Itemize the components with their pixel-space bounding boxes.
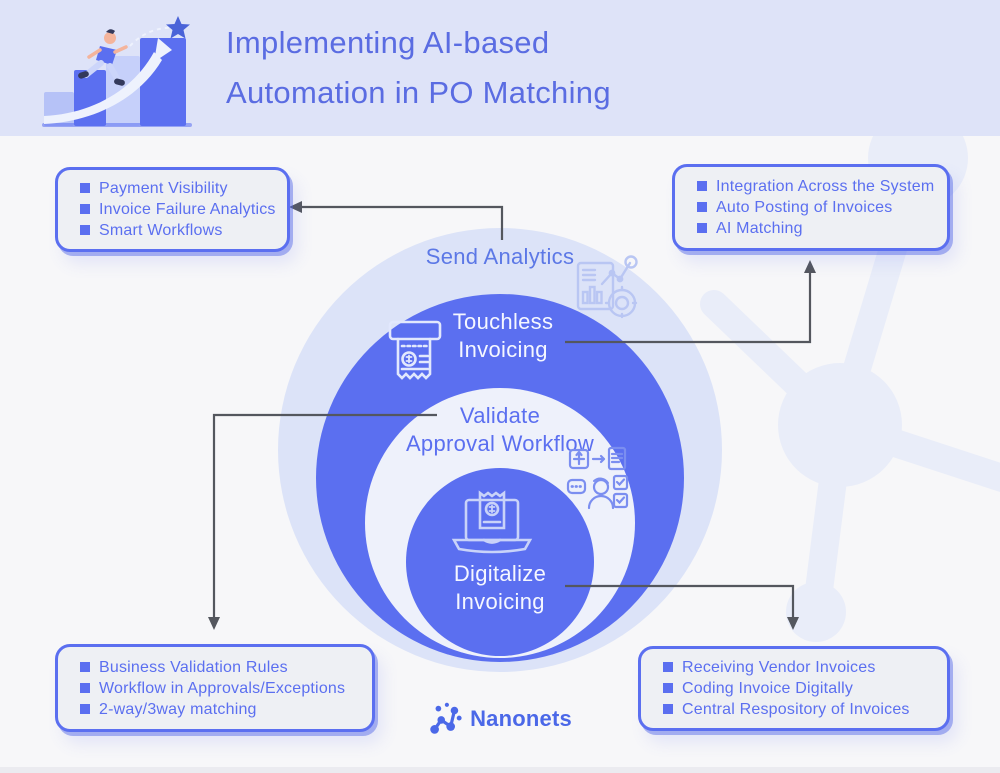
analytics-chart-icon [576, 255, 640, 321]
receipt-printer-icon [388, 320, 442, 380]
callout-item: Workflow in Approvals/Exceptions [80, 678, 372, 699]
callout-touchless-invoicing: Integration Across the System Auto Posti… [672, 164, 950, 251]
callout-item: Payment Visibility [80, 178, 287, 199]
callout-list: Payment Visibility Invoice Failure Analy… [80, 178, 287, 241]
label-line: Invoicing [458, 337, 548, 362]
label-validate-approval: Validate Approval Workflow [350, 402, 650, 458]
label-line: Validate [459, 403, 541, 428]
label-digitalize-invoicing: Digitalize Invoicing [400, 560, 600, 616]
approval-workflow-icon [566, 446, 629, 510]
label-send-analytics: Send Analytics [425, 244, 575, 269]
laptop-invoice-icon [451, 490, 533, 554]
callout-validate-approval: Business Validation Rules Workflow in Ap… [55, 644, 375, 732]
title-line-1: Implementing AI-based [226, 25, 550, 60]
label-touchless-invoicing: Touchless Invoicing [403, 308, 603, 364]
callout-list: Receiving Vendor Invoices Coding Invoice… [663, 657, 947, 720]
running-person [78, 29, 128, 86]
callout-item: Integration Across the System [697, 176, 947, 197]
callout-item: AI Matching [697, 218, 947, 239]
callout-item: Coding Invoice Digitally [663, 678, 947, 699]
callout-item: Invoice Failure Analytics [80, 199, 287, 220]
callout-list: Integration Across the System Auto Posti… [697, 176, 947, 239]
label-line: Touchless [452, 309, 554, 334]
callout-item: 2-way/3way matching [80, 699, 372, 720]
callout-send-analytics: Payment Visibility Invoice Failure Analy… [55, 167, 290, 252]
callout-item: Smart Workflows [80, 220, 287, 241]
callout-item: Auto Posting of Invoices [697, 197, 947, 218]
callout-item: Receiving Vendor Invoices [663, 657, 947, 678]
header-banner: Implementing AI-based Automation in PO M… [0, 0, 1000, 136]
brand-logo-text: Nanonets [470, 706, 572, 731]
bottom-edge [0, 767, 1000, 773]
callout-list: Business Validation Rules Workflow in Ap… [80, 657, 372, 720]
title-line-2: Automation in PO Matching [226, 75, 611, 110]
diagram-canvas: Send Analytics Touchless Invoicing Valid… [0, 136, 1000, 773]
label-line: Digitalize [453, 561, 547, 586]
callout-item: Business Validation Rules [80, 657, 372, 678]
callout-item: Central Respository of Invoices [663, 699, 947, 720]
brand-logo: Nanonets [0, 702, 1000, 736]
label-line: Invoicing [455, 589, 545, 614]
nanonets-network-icon [430, 702, 462, 734]
growth-stairs-star-illustration [42, 16, 192, 127]
page-title: Implementing AI-based Automation in PO M… [226, 18, 611, 118]
callout-digitalize-invoicing: Receiving Vendor Invoices Coding Invoice… [638, 646, 950, 731]
label-line: Approval Workflow [405, 431, 595, 456]
